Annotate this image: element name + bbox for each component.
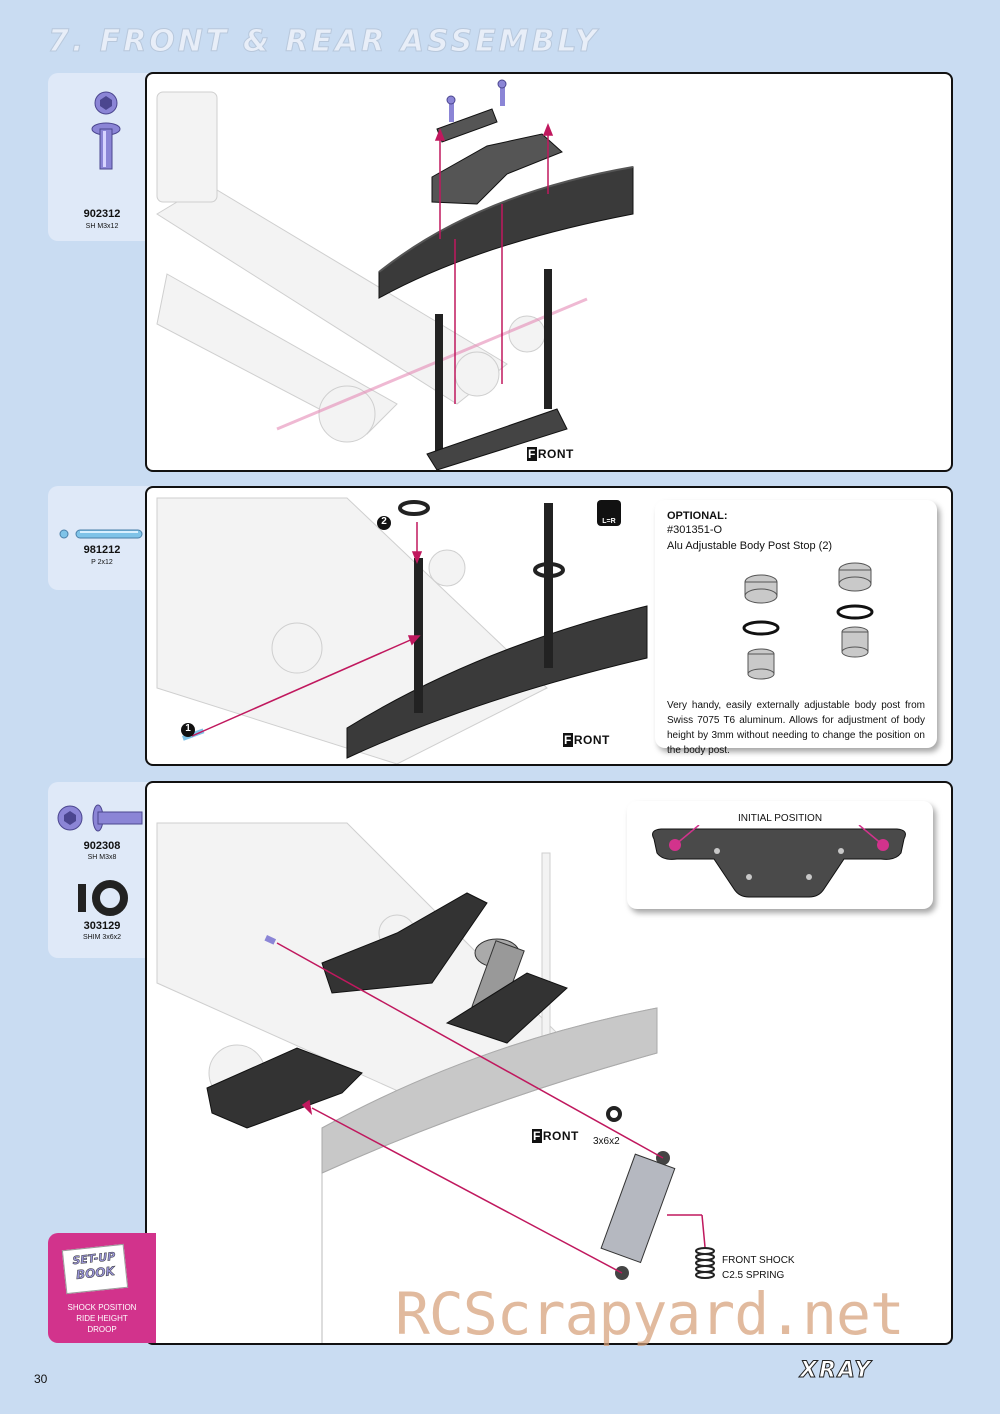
lr-symmetry-icon: L=R [597,500,621,526]
part-number: 902312 [83,208,121,220]
hex-screw-icon [91,91,121,170]
part-description: SH M3x12 [85,223,119,230]
section-title: 7. FRONT & REAR ASSEMBLY [48,24,600,60]
optional-box: OPTIONAL: #301351-O Alu Adjustable Body … [655,500,937,756]
watermark: RCScrapyard.net [395,1280,905,1348]
initial-position-box: INITIAL POSITION [627,801,933,909]
optional-part-number: #301351-O [667,524,723,536]
step3-parts-tab: 902308 SH M3x8 303129 SHIM 3x6x2 [48,782,156,958]
shock-label-1: FRONT SHOCK [722,1255,795,1266]
part-description: P 2x12 [91,559,113,566]
xray-logo: XRAY [799,1358,873,1384]
pin-icon [59,529,143,539]
setup-item: SHOCK POSITION [67,1303,137,1312]
part-description: SH M3x8 [87,854,117,861]
part-number: 981212 [83,544,121,556]
setup-item: DROOP [87,1325,117,1334]
initial-position-label: INITIAL POSITION [737,813,823,824]
step1-parts-tab: 902312 SH M3x12 [48,73,156,241]
step2-parts-tab: 981212 P 2x12 [48,486,156,590]
part-number: 902308 [83,840,121,852]
flat-head-screw-icon [57,804,143,832]
step1-illustration [156,79,634,470]
page-number: 30 [34,1372,48,1386]
shock-tower-diagram [652,825,906,898]
optional-title: OPTIONAL: [667,510,728,522]
shim-icon [78,880,128,916]
set-up-book-icon: SET-UP BOOK [61,1243,129,1295]
setup-book-tab: SET-UP BOOK SHOCK POSITION RIDE HEIGHT D… [48,1233,156,1343]
optional-description: Very handy, easily externally adjustable… [667,700,925,756]
step2-illustration [156,497,648,764]
shock-label-2: C2.5 SPRING [722,1270,785,1281]
part-number: 303129 [83,920,121,932]
setup-item: RIDE HEIGHT [76,1314,128,1323]
part-description: SHIM 3x6x2 [82,934,122,941]
callout-1: 1 [185,723,191,734]
shim-label: 3x6x2 [593,1136,620,1147]
optional-part-name: Alu Adjustable Body Post Stop (2) [667,540,833,552]
step3-illustration [156,822,715,1343]
callout-2: 2 [381,516,387,527]
body-post-stop-illustration [742,562,874,680]
